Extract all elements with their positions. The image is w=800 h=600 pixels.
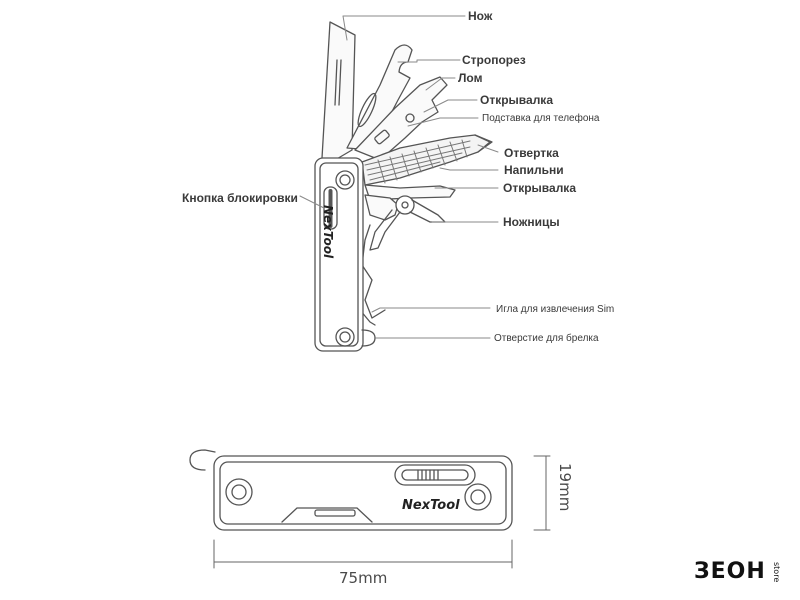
- logo-sub-text: store: [772, 562, 781, 583]
- label-crowbar: Лом: [458, 71, 483, 85]
- brand-label-horizontal: NexTool: [402, 498, 460, 513]
- label-scissors: Ножницы: [503, 215, 560, 229]
- label-screwdriver: Отвертка: [504, 146, 559, 160]
- label-keychain-hole: Отверстие для брелка: [494, 333, 599, 344]
- label-opener-bottom: Открывалка: [503, 181, 576, 195]
- label-strap-cutter: Стропорез: [462, 53, 526, 67]
- label-file: Напильни: [504, 163, 564, 177]
- dimension-width: 75mm: [339, 569, 388, 587]
- scissors: [361, 194, 446, 319]
- dimension-lines: [213, 455, 551, 569]
- keychain-ring: [361, 329, 376, 347]
- knife-blade: [321, 21, 356, 161]
- handle-body: [314, 157, 364, 352]
- brand-label-vertical: NexTool: [321, 205, 335, 259]
- zeon-store-logo: ЗЕОН store: [694, 559, 786, 587]
- label-knife: Нож: [468, 9, 493, 23]
- label-lock-button: Кнопка блокировки: [182, 191, 298, 205]
- logo-main-text: ЗЕОН: [694, 559, 766, 584]
- label-sim-needle: Игла для извлечения Sim: [496, 304, 615, 315]
- closed-tool: [189, 449, 513, 531]
- screwdriver-file: [361, 134, 493, 186]
- leader-lines: [299, 15, 499, 339]
- crowbar-tool: [354, 76, 448, 161]
- label-phone-stand: Подставка для телефона: [482, 113, 600, 124]
- label-opener-top: Открывалка: [480, 93, 553, 107]
- dimension-height: 19mm: [556, 463, 574, 512]
